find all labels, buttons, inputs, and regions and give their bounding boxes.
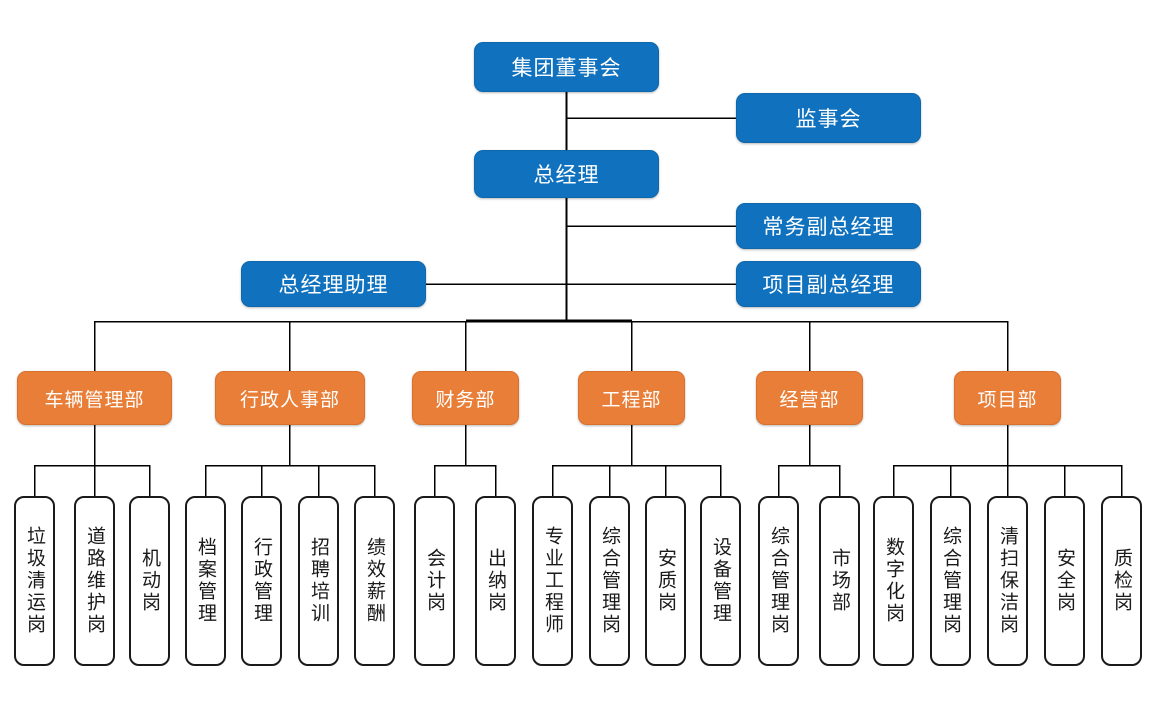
node-board-of-directors[interactable]: 集团董事会: [474, 42, 659, 92]
node-position-performance-compensation[interactable]: 绩效薪酬: [354, 496, 395, 666]
node-position-flexible-duty[interactable]: 机动岗: [129, 496, 170, 666]
leaf-label: 设备管理: [710, 537, 731, 625]
node-supervisory-board[interactable]: 监事会: [736, 93, 921, 143]
node-position-safety-quality[interactable]: 安质岗: [645, 496, 686, 666]
leaf-label: 机动岗: [139, 548, 160, 614]
node-position-equipment-management[interactable]: 设备管理: [700, 496, 741, 666]
node-position-accounting[interactable]: 会计岗: [414, 496, 455, 666]
node-position-comprehensive-management-ops[interactable]: 综合管理岗: [758, 496, 799, 666]
leaf-label: 招聘培训: [308, 537, 329, 625]
node-position-cleaning-sanitation[interactable]: 清扫保洁岗: [987, 496, 1028, 666]
leaf-label: 出纳岗: [485, 548, 506, 614]
node-position-comprehensive-management-eng[interactable]: 综合管理岗: [589, 496, 630, 666]
node-position-safety[interactable]: 安全岗: [1044, 496, 1085, 666]
node-position-road-maintenance[interactable]: 道路维护岗: [74, 496, 115, 666]
node-department-finance[interactable]: 财务部: [412, 371, 519, 425]
node-executive-deputy-gm[interactable]: 常务副总经理: [736, 203, 921, 249]
node-position-waste-transport[interactable]: 垃圾清运岗: [14, 496, 55, 666]
node-department-vehicle-management[interactable]: 车辆管理部: [17, 371, 172, 425]
node-department-operations[interactable]: 经营部: [756, 371, 863, 425]
node-position-cashier[interactable]: 出纳岗: [475, 496, 516, 666]
leaf-label: 安质岗: [655, 548, 676, 614]
leaf-label: 市场部: [829, 548, 850, 614]
node-position-marketing[interactable]: 市场部: [819, 496, 860, 666]
node-department-admin-hr[interactable]: 行政人事部: [215, 371, 365, 425]
leaf-label: 绩效薪酬: [364, 537, 385, 625]
node-position-digitalization[interactable]: 数字化岗: [873, 496, 914, 666]
leaf-label: 清扫保洁岗: [997, 526, 1018, 636]
node-position-administration[interactable]: 行政管理: [241, 496, 282, 666]
node-department-engineering[interactable]: 工程部: [578, 371, 685, 425]
leaf-label: 质检岗: [1111, 548, 1132, 614]
node-project-deputy-gm[interactable]: 项目副总经理: [736, 261, 921, 307]
leaf-label: 综合管理岗: [599, 526, 620, 636]
node-department-project[interactable]: 项目部: [954, 371, 1061, 425]
node-position-professional-engineer[interactable]: 专业工程师: [532, 496, 573, 666]
leaf-label: 综合管理岗: [768, 526, 789, 636]
node-gm-assistant[interactable]: 总经理助理: [241, 261, 426, 307]
node-position-comprehensive-management-proj[interactable]: 综合管理岗: [930, 496, 971, 666]
node-general-manager[interactable]: 总经理: [474, 150, 659, 198]
leaf-label: 安全岗: [1054, 548, 1075, 614]
leaf-label: 会计岗: [424, 548, 445, 614]
leaf-label: 道路维护岗: [84, 526, 105, 636]
leaf-label: 数字化岗: [883, 537, 904, 625]
leaf-label: 综合管理岗: [940, 526, 961, 636]
node-position-records-management[interactable]: 档案管理: [185, 496, 226, 666]
leaf-label: 专业工程师: [542, 526, 563, 636]
node-position-quality-inspection[interactable]: 质检岗: [1101, 496, 1142, 666]
node-position-recruitment-training[interactable]: 招聘培训: [298, 496, 339, 666]
leaf-label: 行政管理: [251, 537, 272, 625]
leaf-label: 档案管理: [195, 537, 216, 625]
leaf-label: 垃圾清运岗: [24, 526, 45, 636]
